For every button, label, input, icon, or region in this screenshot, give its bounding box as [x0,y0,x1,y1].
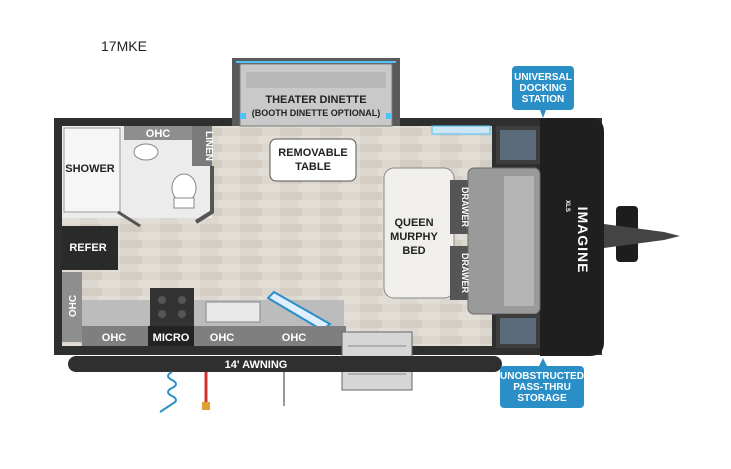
micro [148,326,194,346]
removable-table-label-2: TABLE [295,161,331,173]
galley-left-ohc [62,272,82,342]
micro-label: MICRO [153,332,190,344]
stove [150,288,194,326]
brand-sub: XLS [564,200,570,212]
drawer-label-1: DRAWER [460,187,470,227]
ohc-label-1: OHC [102,332,127,344]
storage-callout: UNOBSTRUCTED PASS-THRU STORAGE [500,366,584,408]
water-hose [159,371,177,413]
brand-logo: IMAGINE [575,207,591,274]
shower-label: SHOWER [65,163,115,175]
booth-dinette-label: (BOOTH DINETTE OPTIONAL) [252,108,381,118]
storage-line-1: UNOBSTRUCTED [500,370,584,382]
bath-ohc-label: OHC [146,128,171,140]
universal-line-1: UNIVERSAL [514,71,572,83]
model-name: 17MKE [101,38,147,54]
queen-label-2: MURPHY [390,231,438,243]
left-ohc-label: OHC [68,295,79,317]
hitch-tongue [604,224,680,248]
awning-label: 14' AWNING [225,359,288,371]
universal-pointer [540,110,546,118]
universal-line-3: STATION [521,93,565,105]
front-cap [540,118,604,356]
queen-label-1: QUEEN [394,217,433,229]
drawer-label-2: DRAWER [460,253,470,293]
removable-table [269,138,357,182]
drawer-2 [450,246,468,300]
bath-ohc [124,126,192,140]
dinette-back [246,72,386,88]
galley-sink [205,301,261,323]
ohc-label-2: OHC [210,332,235,344]
storage-pointer [539,358,547,366]
theater-dinette-label: THEATER DINETTE [265,94,366,106]
refrigerator [62,226,118,270]
universal-line-2: DOCKING [519,82,567,94]
awning [68,356,502,372]
ohc-label-3: OHC [282,332,307,344]
queen-label-3: BED [402,245,425,257]
storage-line-2: PASS-THRU [513,381,571,393]
universal-docking-callout: UNIVERSAL DOCKING STATION [512,66,574,110]
sink-bath [133,143,159,161]
linen-label: LINEN [203,131,214,161]
linen-closet [192,126,212,166]
storage-line-3: STORAGE [517,392,567,404]
refer-label: REFER [69,242,106,254]
shower-stall [63,127,121,213]
removable-table-label-1: REMOVABLE [278,147,347,159]
drawer-1 [450,180,468,234]
